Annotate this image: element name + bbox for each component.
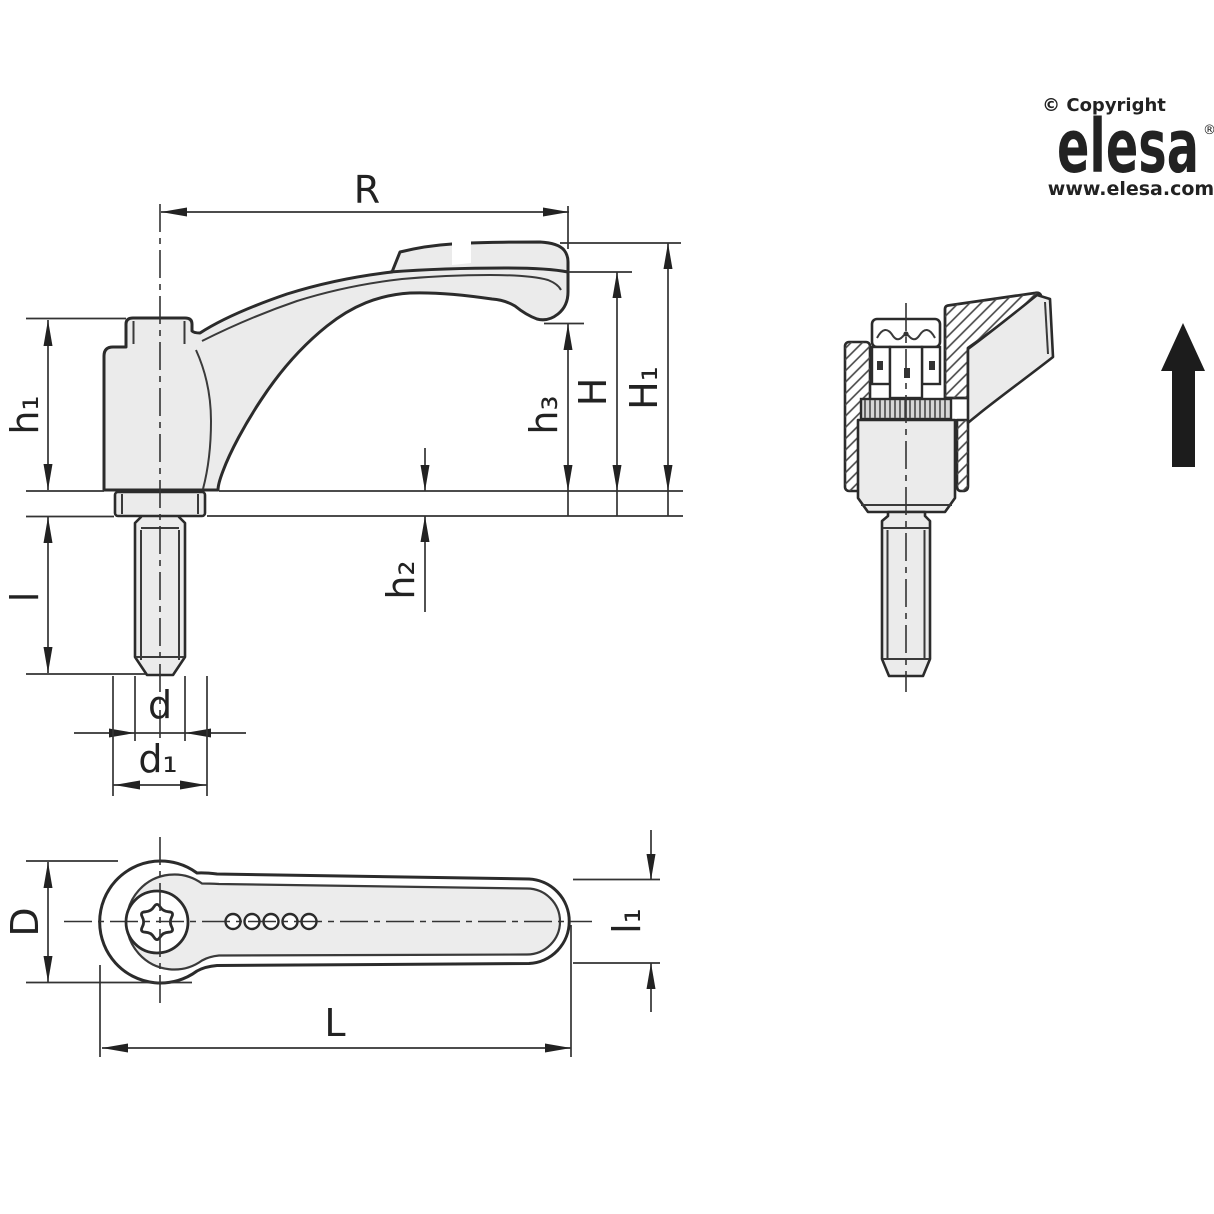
dim-D: D (3, 860, 192, 984)
dim-H1: H₁ (560, 242, 681, 516)
registered-mark: ® (1203, 123, 1214, 138)
dim-l: l (3, 515, 146, 675)
dim-h1: h₁ (3, 317, 126, 492)
dim-d: d (74, 676, 246, 741)
label-h3: h₃ (522, 395, 566, 434)
handle-section (966, 293, 1055, 425)
bottom-view: D L l₁ (3, 830, 660, 1057)
label-h2: h₂ (379, 560, 423, 599)
side-view: R h₁ l d (3, 168, 683, 796)
dim-h2: h₂ (207, 448, 683, 612)
website-text: www.elesa.com (1048, 178, 1214, 200)
dim-L: L (99, 925, 572, 1057)
lever-body-side (102, 240, 570, 492)
label-D: D (3, 907, 47, 936)
dim-H: H (568, 271, 632, 516)
elesa-logo: elesa (1057, 104, 1199, 190)
label-h1: h₁ (3, 395, 47, 434)
up-arrow-icon (1161, 323, 1205, 467)
dim-R: R (161, 168, 569, 249)
label-l1: l₁ (605, 908, 649, 934)
label-l: l (3, 592, 47, 603)
section-view (843, 291, 1055, 692)
dim-d1: d₁ (112, 676, 208, 796)
label-d1: d₁ (138, 737, 177, 781)
label-R: R (354, 168, 380, 212)
label-L: L (324, 1001, 345, 1045)
break-gap (452, 235, 471, 265)
label-H1: H₁ (622, 366, 666, 410)
label-d: d (148, 683, 172, 727)
dim-h3: h₃ (522, 322, 584, 516)
dim-l1: l₁ (573, 830, 660, 1012)
label-H: H (571, 378, 615, 407)
branding: © Copyright elesa ® www.elesa.com (1042, 95, 1214, 200)
copyright-text: © Copyright (1042, 95, 1166, 116)
